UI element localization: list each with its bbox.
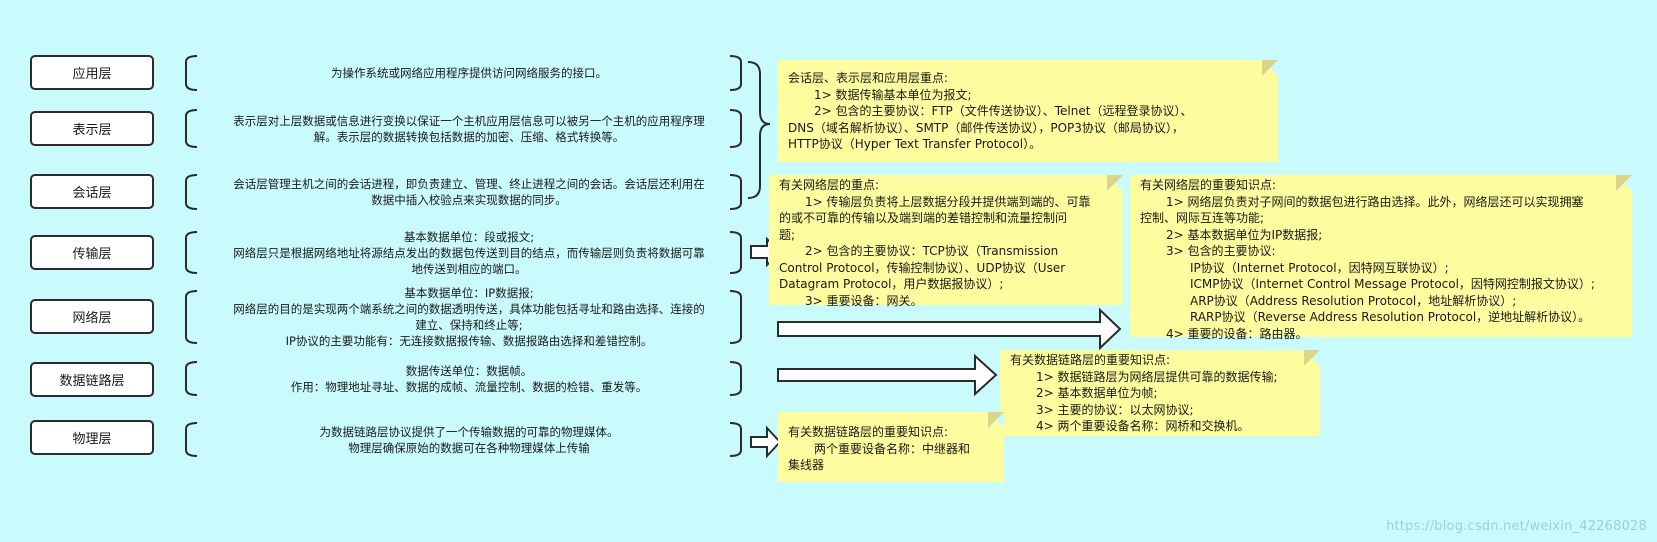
- watermark-text: https://blog.csdn.net/weixin_42268028: [1386, 519, 1647, 534]
- note-line: 的或不可靠的传输以及端到端的差错控制和流量控制问: [779, 211, 1068, 225]
- note-line: 控制、网际互连等功能;: [1140, 211, 1265, 225]
- fold-corner: [1616, 175, 1632, 191]
- desc-line: 作用：物理地址寻址、数据的成帧、流量控制、数据的检错、重发等。: [290, 379, 648, 394]
- desc-line: 数据中插入校验点来实现数据的同步。: [371, 193, 567, 207]
- bracket-left-5: [185, 290, 198, 344]
- note-line: 有关网络层的重要知识点:: [1140, 178, 1277, 192]
- bracket-left-2: [185, 109, 198, 148]
- arrow-network: [777, 307, 1122, 351]
- note-line: 2> 基本数据单位为帧;: [1036, 386, 1158, 400]
- note-line: 3> 包含的主要协议:: [1166, 244, 1276, 258]
- desc-line: 数据传送单位：数据帧。: [405, 363, 533, 378]
- desc-line: 基本数据单位：段或报文;: [403, 230, 535, 244]
- note-line: 有关网络层的重点:: [779, 178, 880, 192]
- bracket-left-4: [185, 231, 198, 274]
- fold-corner: [1304, 350, 1320, 366]
- note-line: 1> 数据链路层为网络层提供可靠的数据传输;: [1036, 369, 1278, 384]
- note-line: HTTP协议（Hyper Text Transfer Protocol）。: [788, 137, 1042, 151]
- bracket-right-7: [729, 422, 742, 457]
- note-line: 有关数据链路层的重要知识点:: [1010, 353, 1171, 367]
- arrow-physical: [750, 425, 782, 459]
- desc-network: 基本数据单位：IP数据报; 网络层的目的是实现两个端系统之间的数据透明传送，具体…: [197, 285, 741, 349]
- layer-box-datalink[interactable]: 数据链路层: [30, 362, 154, 397]
- fold-corner: [1107, 175, 1123, 191]
- desc-line: 会话层管理主机之间的会话进程，即负责建立、管理、终止进程之间的会话。会话层还利用…: [233, 177, 705, 191]
- note-line: 两个重要设备名称：中继器和: [814, 441, 971, 456]
- note-line: DNS（域名解析协议）、SMTP（邮件传送协议），POP3协议（邮局协议），: [788, 120, 1184, 135]
- group-brace: [747, 61, 771, 199]
- desc-line: 网络层的目的是实现两个端系统之间的数据透明传送，具体功能包括寻址和路由选择、连接…: [233, 302, 705, 316]
- bracket-right-5: [729, 290, 742, 344]
- layer-box-transport[interactable]: 传输层: [30, 235, 154, 270]
- desc-line: 为操作系统或网络应用程序提供访问网络服务的接口。: [331, 66, 607, 80]
- bracket-right-1: [729, 55, 742, 91]
- note-line: 4> 两个重要设备名称：网桥和交换机。: [1036, 419, 1250, 433]
- note-line: 4> 重要的设备：路由器。: [1166, 326, 1308, 341]
- layer-box-physical[interactable]: 物理层: [30, 420, 154, 455]
- bracket-left-1: [185, 55, 198, 91]
- note-transport: 有关网络层的重点: 1> 传输层负责将上层数据分段并提供端到端的、可靠 的或不可…: [769, 175, 1123, 308]
- note-line: ICMP协议（Internet Control Message Protocol…: [1190, 277, 1595, 291]
- note-line: 有关数据链路层的重要知识点:: [788, 425, 949, 439]
- layer-box-session[interactable]: 会话层: [30, 174, 154, 209]
- desc-transport: 基本数据单位：段或报文; 网络层只是根据网络地址将源结点发出的数据包传送到目的结…: [197, 229, 741, 277]
- layer-box-presentation[interactable]: 表示层: [30, 111, 154, 146]
- note-line: IP协议（Internet Protocol，因特网互联协议）;: [1190, 260, 1449, 275]
- arrow-datalink: [777, 353, 998, 397]
- desc-presentation: 表示层对上层数据或信息进行变换以保证一个主机应用层信息可以被另一个主机的应用程序…: [197, 110, 741, 147]
- bracket-left-6: [185, 361, 198, 396]
- note-line: 1> 数据传输基本单位为报文;: [814, 87, 972, 102]
- note-line: 1> 传输层负责将上层数据分段并提供端到端的、可靠: [805, 194, 1091, 209]
- note-line: 会话层、表示层和应用层重点:: [788, 71, 949, 85]
- bracket-left-3: [185, 174, 198, 210]
- note-line: ARP协议（Address Resolution Protocol，地址解析协议…: [1190, 293, 1517, 308]
- note-line: 集线器: [788, 458, 825, 472]
- note-line: 2> 基本数据单位为IP数据报;: [1166, 227, 1323, 242]
- desc-line: 基本数据单位：IP数据报;: [404, 286, 534, 300]
- desc-physical: 为数据链路层协议提供了一个传输数据的可靠的物理媒体。 物理层确保原始的数据可在各…: [197, 423, 741, 456]
- layer-box-application[interactable]: 应用层: [30, 55, 154, 90]
- note-datalink: 有关数据链路层的重要知识点: 1> 数据链路层为网络层提供可靠的数据传输; 2>…: [1000, 350, 1320, 436]
- note-line: 3> 重要设备：网关。: [805, 293, 923, 308]
- fold-corner: [1262, 60, 1278, 76]
- desc-datalink: 数据传送单位：数据帧。 作用：物理地址寻址、数据的成帧、流量控制、数据的检错、重…: [197, 362, 741, 395]
- desc-session: 会话层管理主机之间的会话进程，即负责建立、管理、终止进程之间的会话。会话层还利用…: [197, 175, 741, 209]
- note-line: Datagram Protocol，用户数据报协议）;: [779, 277, 1004, 291]
- note-line: 3> 主要的协议：以太网协议;: [1036, 402, 1194, 417]
- desc-line: 网络层只是根据网络地址将源结点发出的数据包传送到目的结点，而传输层则负责将数据可…: [233, 246, 705, 260]
- note-line: Control Protocol，传输控制协议）、UDP协议（User: [779, 260, 1066, 275]
- note-physical: 有关数据链路层的重要知识点: 两个重要设备名称：中继器和 集线器: [778, 412, 1004, 482]
- bracket-left-7: [185, 422, 198, 457]
- desc-line: 表示层对上层数据或信息进行变换以保证一个主机应用层信息可以被另一个主机的应用程序…: [233, 113, 705, 128]
- note-line: 题;: [779, 227, 796, 242]
- desc-line: IP协议的主要功能有：无连接数据报传输、数据报路由选择和差错控制。: [285, 334, 653, 348]
- desc-application: 为操作系统或网络应用程序提供访问网络服务的接口。: [197, 56, 741, 90]
- bracket-right-3: [729, 174, 742, 210]
- fold-corner: [988, 412, 1004, 428]
- desc-line: 地传送到相应的端口。: [411, 262, 527, 276]
- desc-line: 为数据链路层协议提供了一个传输数据的可靠的物理媒体。: [319, 424, 619, 439]
- note-line: RARP协议（Reverse Address Resolution Protoc…: [1190, 310, 1591, 324]
- note-line: 2> 包含的主要协议：FTP（文件传送协议）、Telnet（远程登录协议）、: [814, 104, 1193, 118]
- desc-line: 物理层确保原始的数据可在各种物理媒体上传输: [348, 440, 590, 455]
- bracket-right-2: [729, 109, 742, 148]
- note-network: 有关网络层的重要知识点: 1> 网络层负责对子网间的数据包进行路由选择。此外，网…: [1130, 175, 1632, 341]
- note-upper-layers: 会话层、表示层和应用层重点: 1> 数据传输基本单位为报文; 2> 包含的主要协…: [778, 60, 1278, 162]
- bracket-right-6: [729, 361, 742, 396]
- note-line: 1> 网络层负责对子网间的数据包进行路由选择。此外，网络层还可以实现拥塞: [1166, 194, 1584, 209]
- desc-line: 建立、保持和终止等;: [415, 318, 523, 332]
- note-line: 2> 包含的主要协议：TCP协议（Transmission: [805, 244, 1059, 258]
- desc-line: 解。表示层的数据转换包括数据的加密、压缩、格式转换等。: [313, 129, 625, 144]
- bracket-right-4: [729, 231, 742, 274]
- layer-box-network[interactable]: 网络层: [30, 299, 154, 334]
